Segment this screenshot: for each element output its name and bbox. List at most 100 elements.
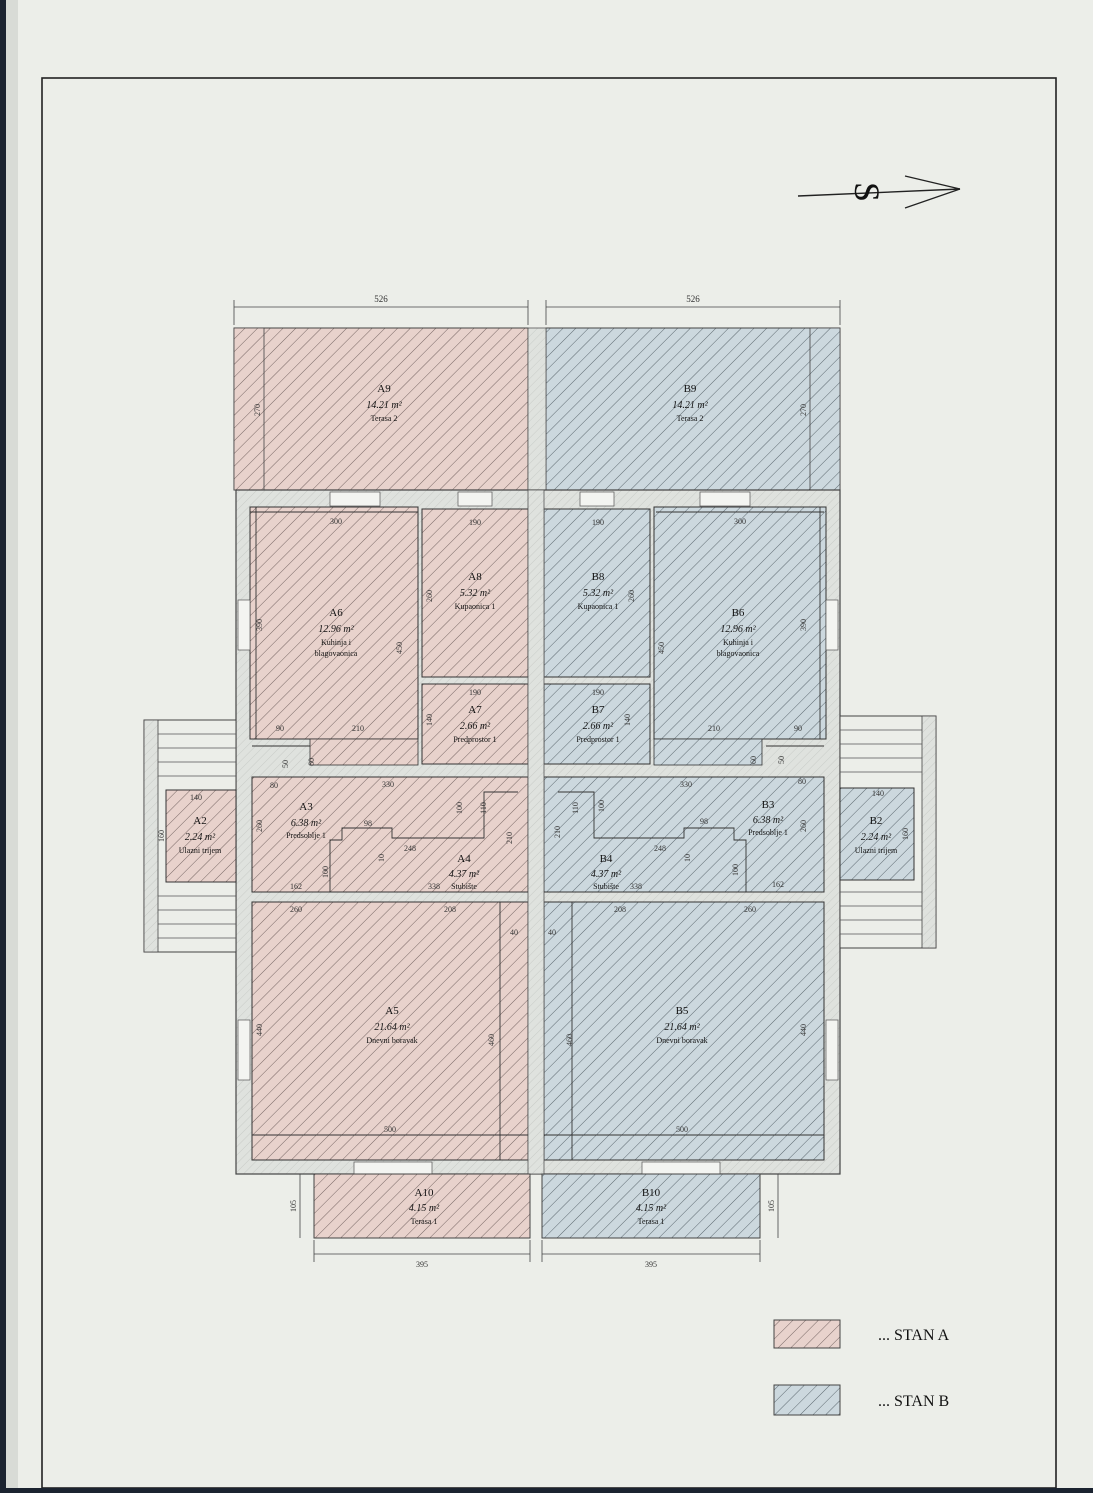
b6-area: 12.96 m² [720, 624, 756, 635]
dim: 300 [734, 517, 746, 526]
dim: 270 [799, 404, 808, 416]
dim: 100 [455, 802, 464, 814]
room-a3 [251, 776, 529, 893]
dim: 140 [872, 789, 884, 798]
dim: 10 [683, 854, 692, 862]
dim: 208 [444, 905, 456, 914]
b7-name: Predprostor 1 [576, 735, 619, 744]
room-a2 [143, 719, 237, 953]
dim: 90 [794, 724, 802, 733]
dim: 260 [799, 820, 808, 832]
a8-area: 5.32 m² [460, 588, 491, 599]
a7-id: A7 [468, 704, 482, 716]
a3-id: A3 [299, 801, 313, 813]
dimension-labels: 270 270 300 300 190 190 190 190 390 390 … [157, 404, 910, 1269]
a3-name: Predsoblje 1 [286, 831, 326, 840]
a8-id: A8 [468, 571, 482, 583]
dim: 90 [276, 724, 284, 733]
dim: 270 [253, 404, 262, 416]
dim: 260 [627, 590, 636, 602]
dim: 110 [479, 802, 488, 814]
interior-lines [250, 507, 824, 1160]
dim: 60 [307, 758, 316, 766]
b6-name2: blagovaonica [717, 649, 760, 658]
b8-id: B8 [592, 571, 605, 583]
dim: 190 [469, 518, 481, 527]
room-a5 [251, 901, 529, 1161]
dim: 190 [469, 688, 481, 697]
dim: 80 [270, 781, 278, 790]
dim: 208 [614, 905, 626, 914]
a7-area: 2.66 m² [460, 721, 491, 732]
legend-label-a: ... STAN A [878, 1327, 950, 1344]
dim: 500 [676, 1125, 688, 1134]
dim-top-a: 526 [374, 294, 388, 304]
dim: 395 [645, 1260, 657, 1269]
a4-id: A4 [457, 853, 471, 865]
dim: 300 [330, 517, 342, 526]
b7-id: B7 [592, 704, 605, 716]
b6-id: B6 [732, 607, 745, 619]
dim: 440 [255, 1024, 264, 1036]
room-b8 [543, 508, 651, 678]
dim: 248 [654, 844, 666, 853]
dim: 260 [744, 905, 756, 914]
dim-top-b: 526 [686, 294, 700, 304]
room-b6 [653, 506, 827, 740]
b4-id: B4 [600, 853, 613, 865]
room-a10 [313, 1173, 531, 1239]
room-b10 [541, 1173, 761, 1239]
dim: 330 [382, 780, 394, 789]
legend-swatch-a [773, 1319, 841, 1349]
dim: 162 [772, 880, 784, 889]
dim: 50 [777, 756, 786, 764]
dim: 210 [352, 724, 364, 733]
dim: 210 [708, 724, 720, 733]
a4-name: Stubište [451, 882, 477, 891]
b4-name: Stubište [593, 882, 619, 891]
room-b2 [839, 715, 937, 949]
dim: 98 [364, 819, 372, 828]
dim: 450 [657, 642, 666, 654]
legend-label-b: ... STAN B [878, 1393, 949, 1410]
dim: 450 [395, 642, 404, 654]
b3-id: B3 [762, 799, 775, 811]
dim: 330 [680, 780, 692, 789]
b8-area: 5.32 m² [583, 588, 614, 599]
b8-name: Kupaonica 1 [578, 602, 619, 611]
room-a9 [233, 327, 529, 491]
b2-name: Ulazni trijem [855, 846, 898, 855]
a9-id: A9 [377, 383, 391, 395]
dim: 10 [377, 854, 386, 862]
dim: 140 [190, 793, 202, 802]
b5-name: Dnevni boravak [656, 1036, 707, 1045]
a2-name: Ulazni trijem [179, 846, 222, 855]
orientation-label: S [847, 182, 887, 202]
top-dimension-lines [233, 300, 841, 325]
dim: 440 [799, 1024, 808, 1036]
dim: 98 [700, 817, 708, 826]
room-labels: A9 14.21 m² Terasa 2 B9 14.21 m² Terasa … [179, 383, 898, 1226]
dim: 160 [157, 830, 166, 842]
a4-area: 4.37 m² [449, 869, 480, 880]
b5-area: 21.64 m² [664, 1022, 700, 1033]
b2-id: B2 [870, 815, 883, 827]
a10-id: A10 [415, 1187, 434, 1199]
a2-id: A2 [193, 815, 206, 827]
dim: 40 [548, 928, 556, 937]
dim: 460 [487, 1034, 496, 1046]
a9-name: Terasa 2 [371, 414, 398, 423]
dim: 260 [290, 905, 302, 914]
dim: 80 [798, 777, 806, 786]
a6-name2: blagovaonica [315, 649, 358, 658]
dim: 60 [749, 756, 758, 764]
a2-area: 2.24 m² [185, 832, 216, 843]
b10-area: 4.15 m² [636, 1203, 667, 1214]
a3-area: 6.38 m² [291, 818, 322, 829]
dim: 210 [553, 826, 562, 838]
orientation-arrow-icon [797, 175, 961, 209]
dim: 460 [565, 1034, 574, 1046]
legend-swatch-b [773, 1384, 841, 1416]
dim: 40 [510, 928, 518, 937]
